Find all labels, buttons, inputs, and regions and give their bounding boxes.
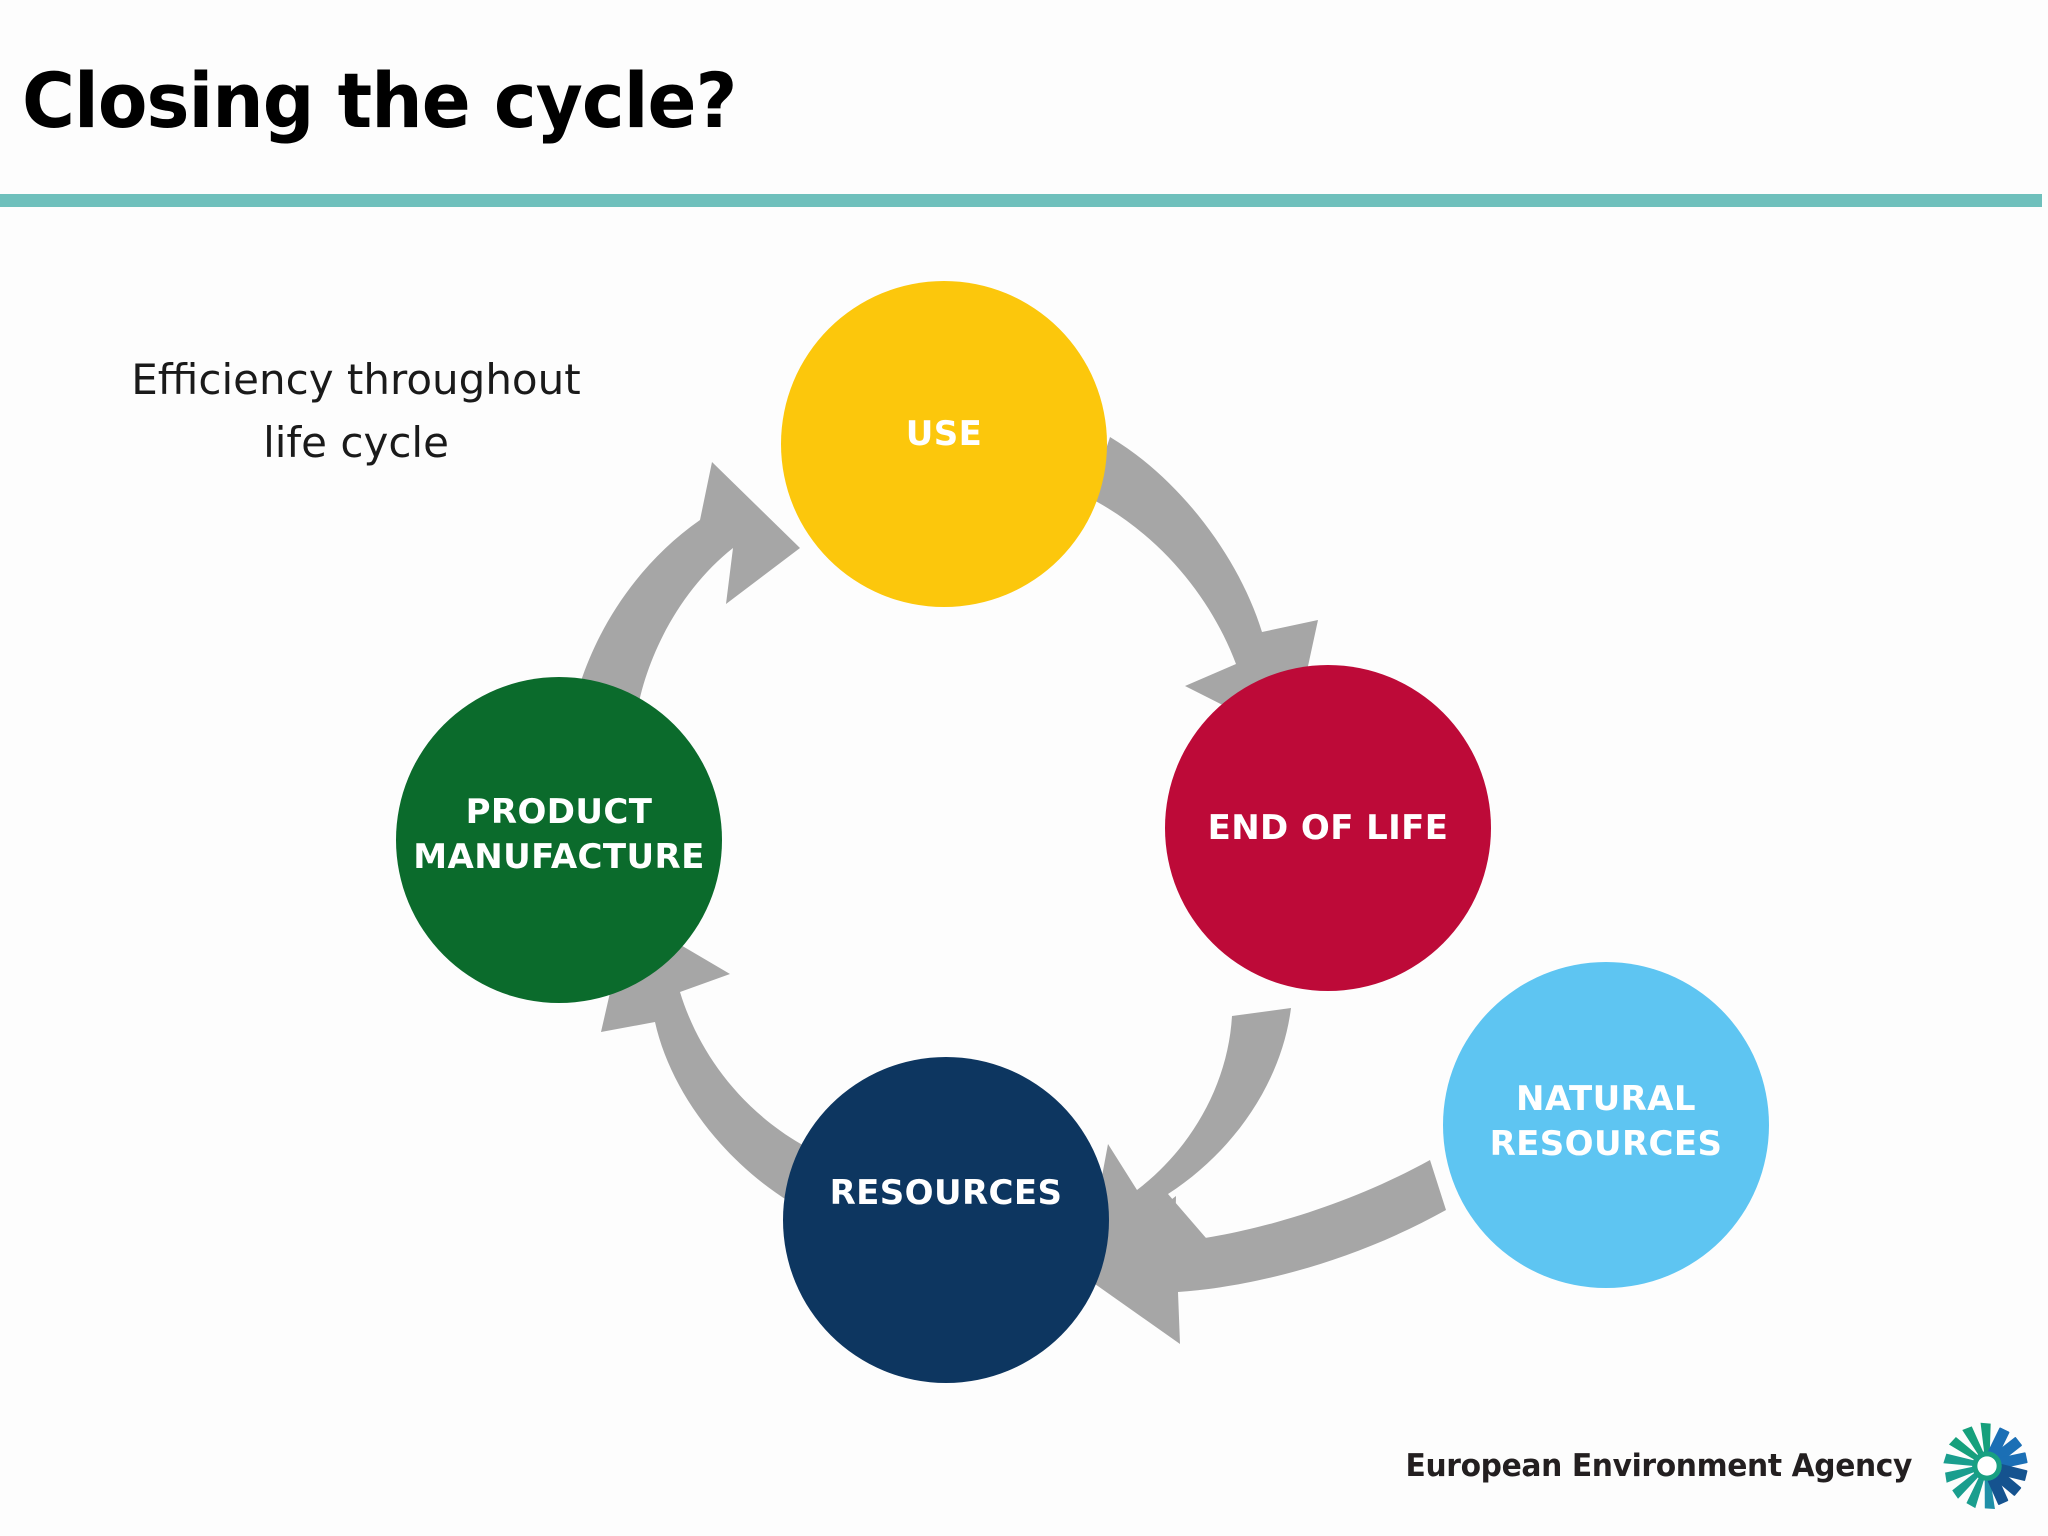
cycle-arrows — [569, 437, 1446, 1344]
arrow-end-of-life-to-resources — [1086, 1008, 1291, 1262]
cycle-node-resources[interactable]: RESOURCES — [783, 1057, 1109, 1383]
arrow-use-to-end-of-life — [1090, 437, 1318, 740]
cycle-node-natural-resources[interactable]: NATURAL RESOURCES — [1443, 962, 1769, 1288]
eea-logo: European Environment Agency — [1406, 1406, 2033, 1526]
cycle-node-end-of-life-label: END OF LIFE — [1207, 807, 1449, 848]
page-title: Closing the cycle? — [22, 56, 737, 145]
title-divider — [0, 194, 2042, 207]
cycle-node-end-of-life[interactable]: END OF LIFE — [1165, 665, 1491, 991]
cycle-node-natural-resources-label: NATURAL RESOURCES — [1489, 1079, 1723, 1164]
arrow-product-to-use — [569, 462, 800, 730]
eea-wordmark: European Environment Agency — [1405, 1448, 1913, 1484]
cycle-node-use[interactable]: USE — [781, 281, 1107, 607]
cycle-node-resources-label: RESOURCES — [829, 1172, 1063, 1213]
efficiency-caption: Efficiency throughout life cycle — [122, 348, 590, 474]
cycle-node-product-manufacture[interactable]: PRODUCT MANUFACTURE — [396, 677, 722, 1003]
eea-sunburst-icon — [1943, 1422, 2028, 1509]
life-cycle-diagram: USE END OF LIFE RESOURCES PRODUCT MANUFA… — [0, 200, 2048, 1400]
cycle-node-use-label: USE — [905, 413, 983, 454]
arrow-resources-to-product — [601, 914, 808, 1202]
arrow-natural-to-resources — [1078, 1160, 1446, 1344]
caption-line-2: life cycle — [263, 418, 449, 467]
cycle-node-product-manufacture-label: PRODUCT MANUFACTURE — [413, 792, 705, 877]
caption-line-1: Efficiency throughout — [131, 355, 581, 404]
